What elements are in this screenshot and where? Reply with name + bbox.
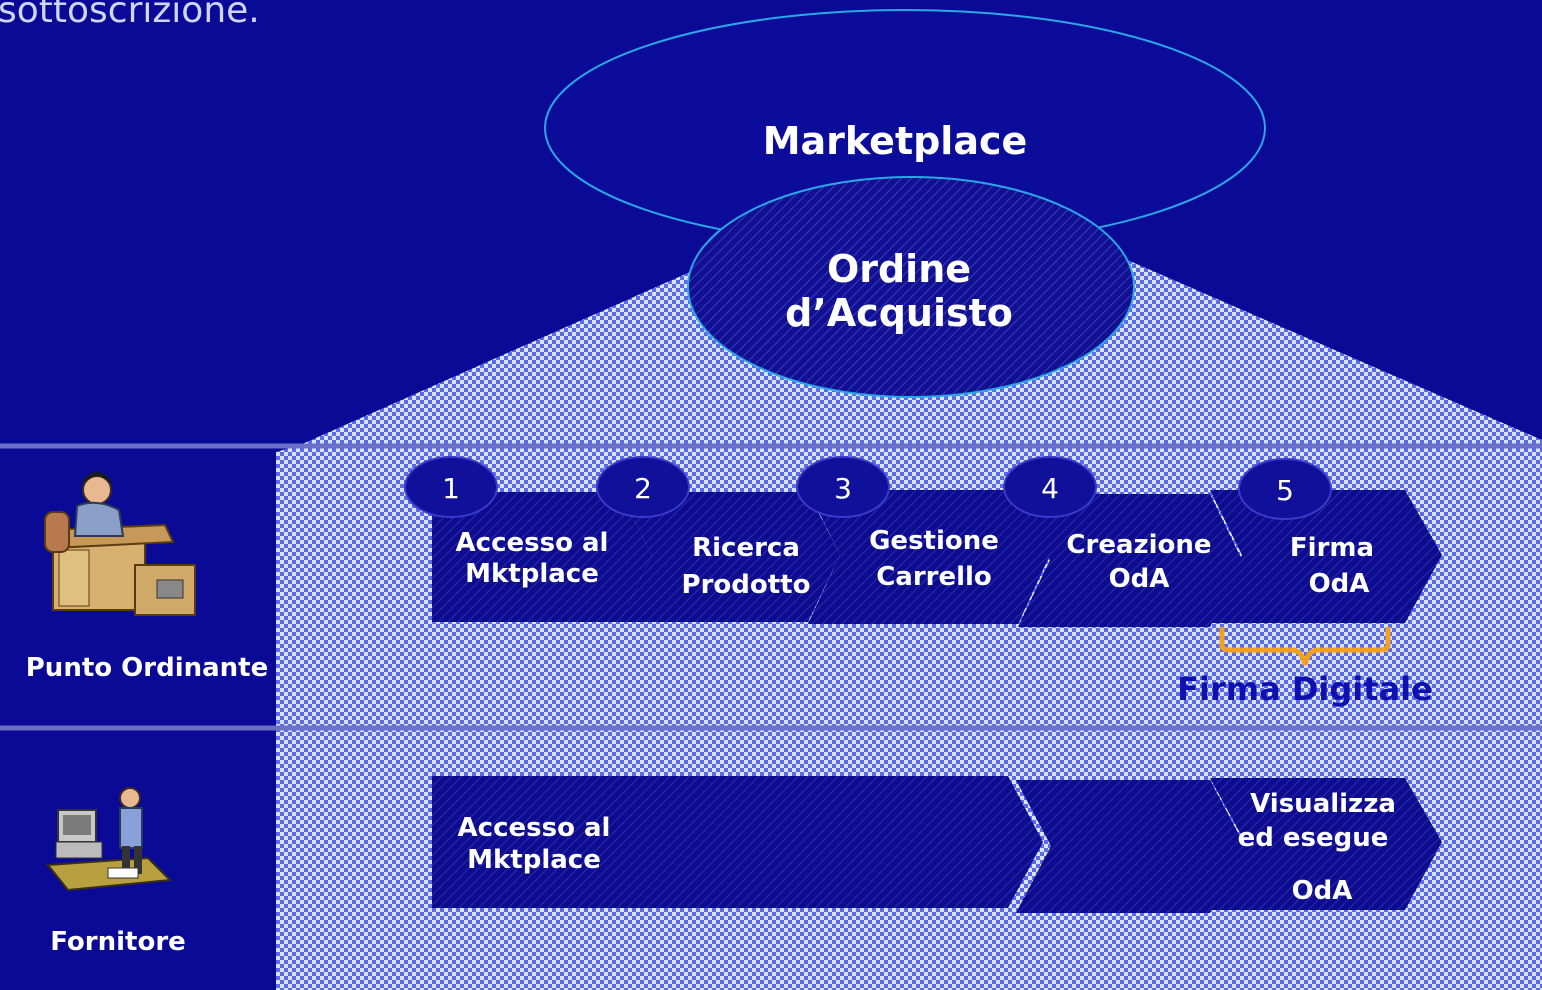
step-number-4: 4	[1041, 472, 1059, 505]
man-at-desk-icon	[43, 472, 196, 616]
marketplace-label: Marketplace	[763, 119, 1028, 163]
fornitore-chevron-5	[1210, 778, 1442, 910]
step-number-badge-3	[796, 456, 890, 518]
fornitore-step-5-line-2: ed esegue	[1238, 823, 1389, 853]
step-label-2-line-2: Prodotto	[682, 570, 811, 600]
step-number-badge-5	[1238, 458, 1332, 520]
step-label-4-line-1: Creazione	[1066, 530, 1211, 560]
lane-1-steps: 1 2 3 4 5 Accesso al Mktplace Ricerca Pr…	[404, 456, 1442, 708]
step-number-2: 2	[634, 472, 652, 505]
header-text: sottoscrizione.	[0, 0, 260, 31]
step-number-badge-2	[596, 456, 690, 518]
firma-digitale-brace	[1219, 627, 1391, 666]
fornitore-step-1-line-1: Accesso al	[458, 813, 611, 843]
actor-label-fornitore: Fornitore	[50, 927, 186, 957]
step-label-3-line-1: Gestione	[869, 526, 999, 556]
person-at-computer-icon	[46, 787, 173, 892]
step-label-3-line-2: Carrello	[876, 562, 992, 592]
step-label-4-line-2: OdA	[1109, 564, 1170, 594]
step-chevron-1	[432, 492, 652, 622]
step-number-1: 1	[442, 472, 460, 505]
step-number-badge-4	[1003, 456, 1097, 518]
fornitore-step-5-line-1: Visualizza	[1250, 789, 1396, 819]
firma-digitale-label: Firma Digitale	[1177, 670, 1433, 708]
step-label-5-line-1: Firma	[1290, 533, 1374, 563]
fornitore-chevron-4	[1016, 780, 1245, 913]
step-chevron-2	[620, 492, 840, 622]
step-number-3: 3	[834, 472, 852, 505]
fornitore-chevron-1	[432, 776, 660, 908]
order-ellipse	[687, 176, 1135, 398]
fornitore-step-5-line-3: OdA	[1292, 876, 1353, 906]
fornitore-chevron-3	[806, 776, 1043, 908]
order-label-line-2: d’Acquisto	[785, 291, 1013, 335]
actor-label-punto-ordinante: Punto Ordinante	[26, 653, 269, 683]
order-label-line-1: Ordine	[827, 247, 971, 291]
fornitore-step-1-line-2: Mktplace	[467, 845, 601, 875]
step-chevron-5	[1210, 490, 1442, 623]
lane-2-steps: Accesso al Mktplace Visualizza ed esegue…	[432, 776, 1442, 913]
step-label-5-line-2: OdA	[1309, 569, 1370, 599]
step-chevron-4	[1018, 494, 1242, 627]
step-number-5: 5	[1276, 474, 1294, 507]
step-label-1-line-2: Mktplace	[465, 559, 599, 589]
step-label-1-line-1: Accesso al	[456, 528, 609, 558]
step-label-2-line-1: Ricerca	[692, 533, 800, 563]
fornitore-chevron-2	[620, 776, 847, 908]
step-chevron-3	[808, 490, 1050, 624]
step-number-badge-1	[404, 456, 498, 518]
